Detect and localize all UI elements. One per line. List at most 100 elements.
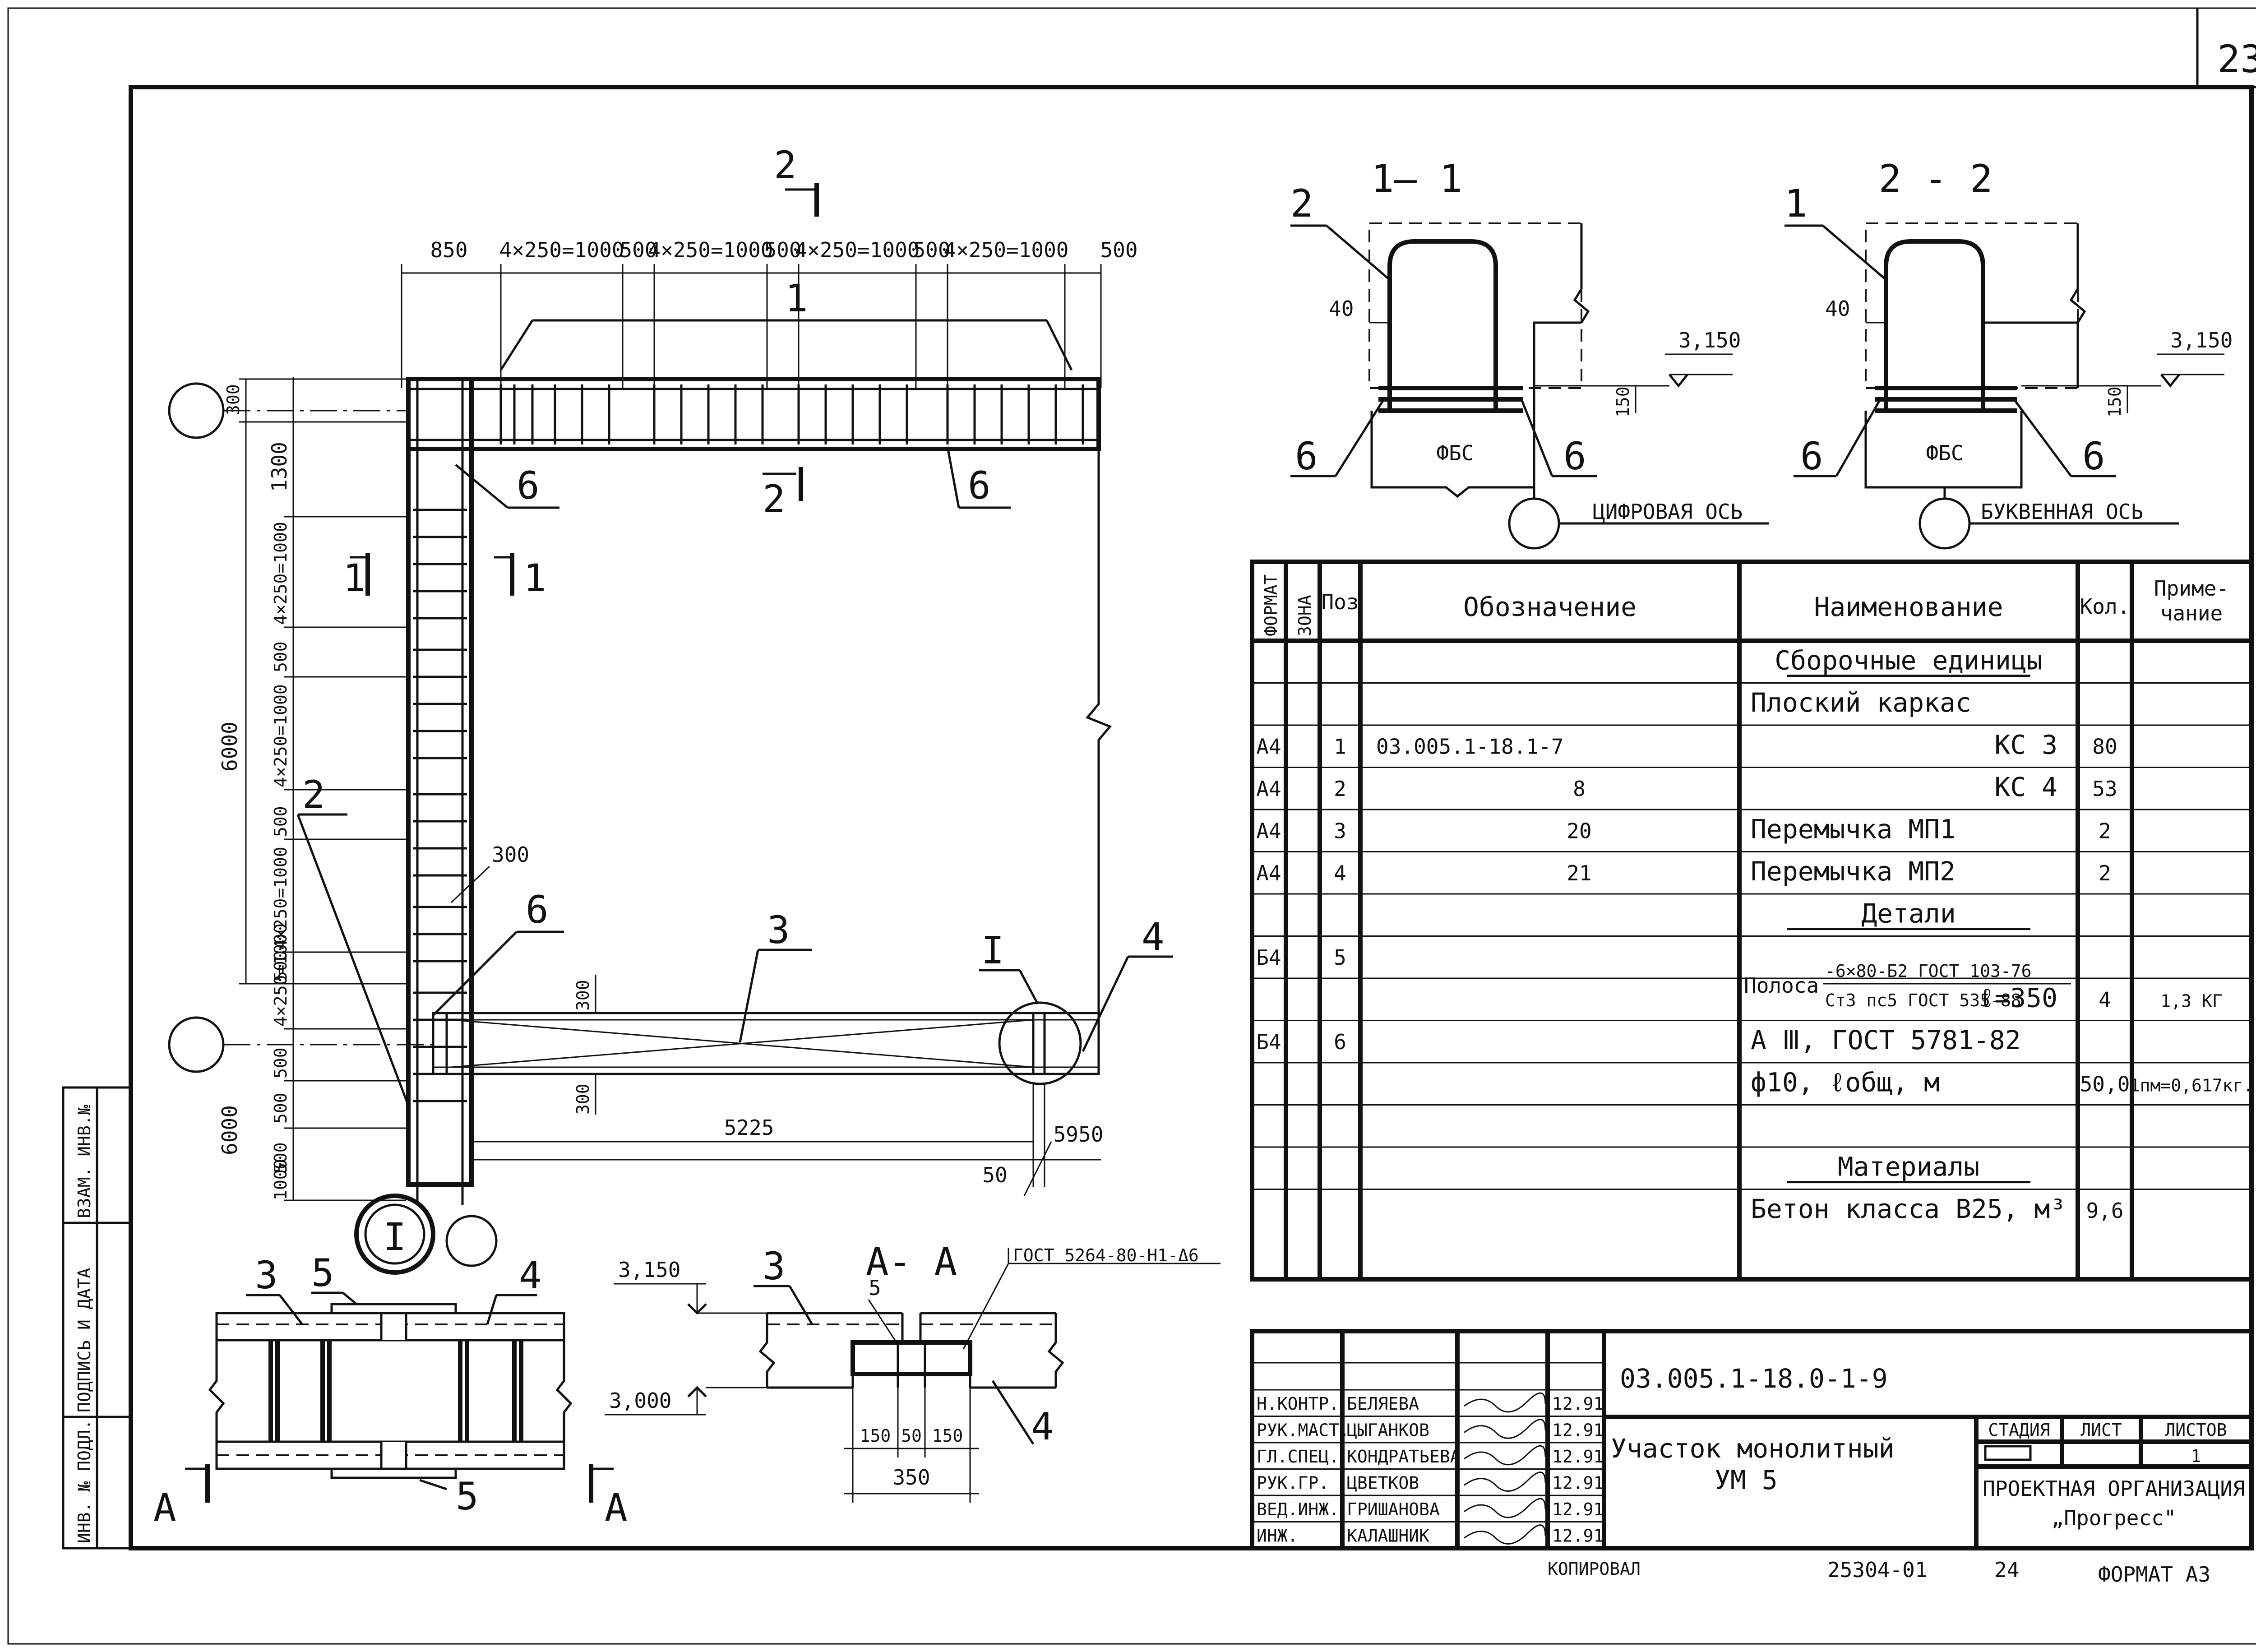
top-dim-0: 850	[430, 238, 467, 262]
tb-org-line1: ПРОЕКТНАЯ ОРГАНИЗАЦИЯ	[1983, 1476, 2245, 1501]
spec-cell-name: Плоский каркас	[1751, 687, 1971, 718]
spec-cell-name: Детали	[1861, 898, 1956, 929]
tb-signature	[1464, 1392, 1546, 1413]
section-2-2: 2 - 2 ФБС 3,150 150 40 1 6 6 БУКВЕННАЯ О…	[1784, 157, 2233, 550]
tb-person-name: ЦВЕТКОВ	[1347, 1473, 1419, 1493]
tb-signature	[1464, 1498, 1546, 1518]
top-dim-7: 4×250=1000	[944, 238, 1069, 262]
tb-sheets-value: 1	[2191, 1446, 2201, 1466]
tb-signature	[1464, 1524, 1546, 1545]
spec-cell-pos: 1	[1334, 735, 1346, 759]
left-dim-10: 500	[271, 1092, 291, 1124]
plan-pos-4: 4	[1142, 915, 1165, 959]
spec-cell-format: А4	[1256, 777, 1281, 801]
section-mark-1-left: 1	[343, 556, 366, 600]
spec-cell-pos: 6	[1334, 1030, 1346, 1054]
nodeI-pos-3: 3	[255, 1253, 278, 1297]
spec-cell-qty: 53	[2092, 777, 2117, 801]
sec22-axis: БУКВЕННАЯ ОСЬ	[1981, 500, 2143, 524]
dim-6000-lower: 6000	[217, 1105, 242, 1155]
sec22-dim-40: 40	[1825, 296, 1850, 321]
spec-cell-qty: 2	[2099, 861, 2111, 885]
tb-date: 12.91	[1552, 1394, 1604, 1414]
left-dim-5: 500	[271, 806, 291, 837]
sheet-footer: КОПИРОВАЛ 25304-01 24 ФОРМАТ А3	[1548, 1558, 2210, 1587]
left-dim-8: 4×250=1000	[271, 923, 291, 1027]
strip-label-signature: ПОДПИСЬ И ДАТА	[74, 1268, 94, 1412]
tb-role: РУК.ГР.	[1257, 1473, 1329, 1493]
tb-person-name: КАЛАШНИК	[1347, 1526, 1429, 1546]
tb-person-name: ГРИШАНОВА	[1347, 1499, 1440, 1519]
spec-cell-pos: 4	[1334, 861, 1346, 885]
secAA-pos-4: 4	[1031, 1404, 1054, 1448]
tb-role: Н.КОНТР.	[1257, 1394, 1339, 1414]
tb-person-name: КОНДРАТЬЕВА	[1347, 1447, 1461, 1467]
plan-pos-3: 3	[767, 908, 790, 952]
sec22-pos-6-right: 6	[2082, 434, 2105, 478]
spec-header-format: ФОРМАТ	[1261, 574, 1281, 636]
spec-header-qty: Кол.	[2080, 594, 2130, 619]
specification-table: ФОРМАТ ЗОНА Поз Обозначение Наименование…	[1250, 560, 2254, 1282]
spec-cell-name: КС 4	[1994, 772, 2057, 802]
section-1-1-title: 1— 1	[1371, 157, 1462, 201]
spec-header-name: Наименование	[1814, 592, 2003, 622]
tb-sheet-label: ЛИСТ	[2080, 1420, 2122, 1440]
section-mark-1-right: 1	[523, 556, 546, 600]
left-dim-11: 500	[271, 1142, 291, 1173]
plan-pos-2: 2	[302, 773, 325, 817]
tb-date: 12.91	[1552, 1473, 1604, 1493]
plan-pos-1: 1	[785, 276, 808, 320]
dim-300-inner: 300	[492, 842, 529, 867]
nodeI-cut-right: А	[605, 1485, 628, 1530]
secAA-dim-2: 150	[932, 1426, 963, 1446]
spec-header-designation: Обозначение	[1463, 592, 1637, 622]
tb-date: 12.91	[1552, 1499, 1604, 1519]
tb-org-line2: „Прогресс"	[2052, 1506, 2177, 1530]
spec-cell-name: Материалы	[1838, 1152, 1979, 1182]
section-2-2-title: 2 - 2	[1879, 157, 1993, 201]
spec-cell-designation: 03.005.1-18.1-7	[1376, 735, 1563, 759]
dim-6000-upper: 6000	[217, 722, 242, 772]
dim-5225: 5225	[724, 1115, 774, 1140]
sec11-level: 3,150	[1678, 328, 1741, 352]
node-I-marker: I	[981, 928, 1004, 972]
spec-cell-format: А4	[1256, 861, 1281, 885]
tb-signature	[1464, 1445, 1546, 1466]
spec-header-pos: Поз	[1321, 590, 1359, 614]
spec-cell-name: Перемычка МП1	[1751, 814, 1956, 845]
spec-cell-qty: 80	[2092, 735, 2117, 759]
secAA-dim-1: 50	[901, 1426, 922, 1446]
sec11-dim-150: 150	[1613, 386, 1633, 417]
plan-pos-6-b: 6	[968, 463, 991, 508]
sec11-pos-6-left: 6	[1295, 434, 1318, 478]
top-dim-6: 500	[913, 238, 950, 262]
nodeI-cut-left: А	[153, 1485, 176, 1530]
section-1-1: 1— 1 ФБС 3,150 150 40 2 6 6	[1290, 157, 1769, 550]
spec-cell-name: Бетон класса В25, м³	[1751, 1194, 2066, 1224]
spec-cell-format: А4	[1256, 735, 1281, 759]
spec-cell-format: Б4	[1256, 945, 1281, 970]
spec-cell-name: Сборочные единицы	[1775, 645, 2043, 676]
sec11-axis: ЦИФРОВАЯ ОСЬ	[1593, 500, 1743, 524]
footer-format: ФОРМАТ А3	[2098, 1562, 2210, 1587]
sec22-pos-1: 1	[1784, 181, 1808, 226]
spec-cell-name: А Ⅲ, ГОСТ 5781-82	[1751, 1025, 2021, 1055]
secAA-pos-3: 3	[763, 1244, 786, 1288]
top-dim-1: 4×250=1000	[499, 238, 624, 262]
sec22-level: 3,150	[2170, 328, 2233, 352]
secAA-pos-5: 5	[869, 1276, 881, 1300]
spec-cell-designation: 21	[1567, 861, 1591, 885]
page-number: 23	[2217, 37, 2256, 81]
strip-label-original: ИНВ. № ПОДЛ.	[74, 1419, 94, 1543]
left-dim-9: 500	[271, 1047, 291, 1078]
section-A-A: А- А ГОСТ 5264-80-Н1-Δ6 3,150 3,000	[605, 1240, 1220, 1503]
spec-cell-designation: 8	[1573, 777, 1586, 801]
node-I-detail: I 3 5 4	[153, 1194, 628, 1530]
spec-header-zone: ЗОНА	[1295, 595, 1315, 636]
plan-pos-6-a: 6	[517, 463, 540, 508]
tb-title-line1: Участок монолитный	[1611, 1433, 1895, 1464]
tb-person-name: ЦЫГАНКОВ	[1347, 1421, 1429, 1440]
secAA-title: А- А	[866, 1240, 957, 1284]
tb-role: ГЛ.СПЕЦ.	[1257, 1447, 1339, 1467]
